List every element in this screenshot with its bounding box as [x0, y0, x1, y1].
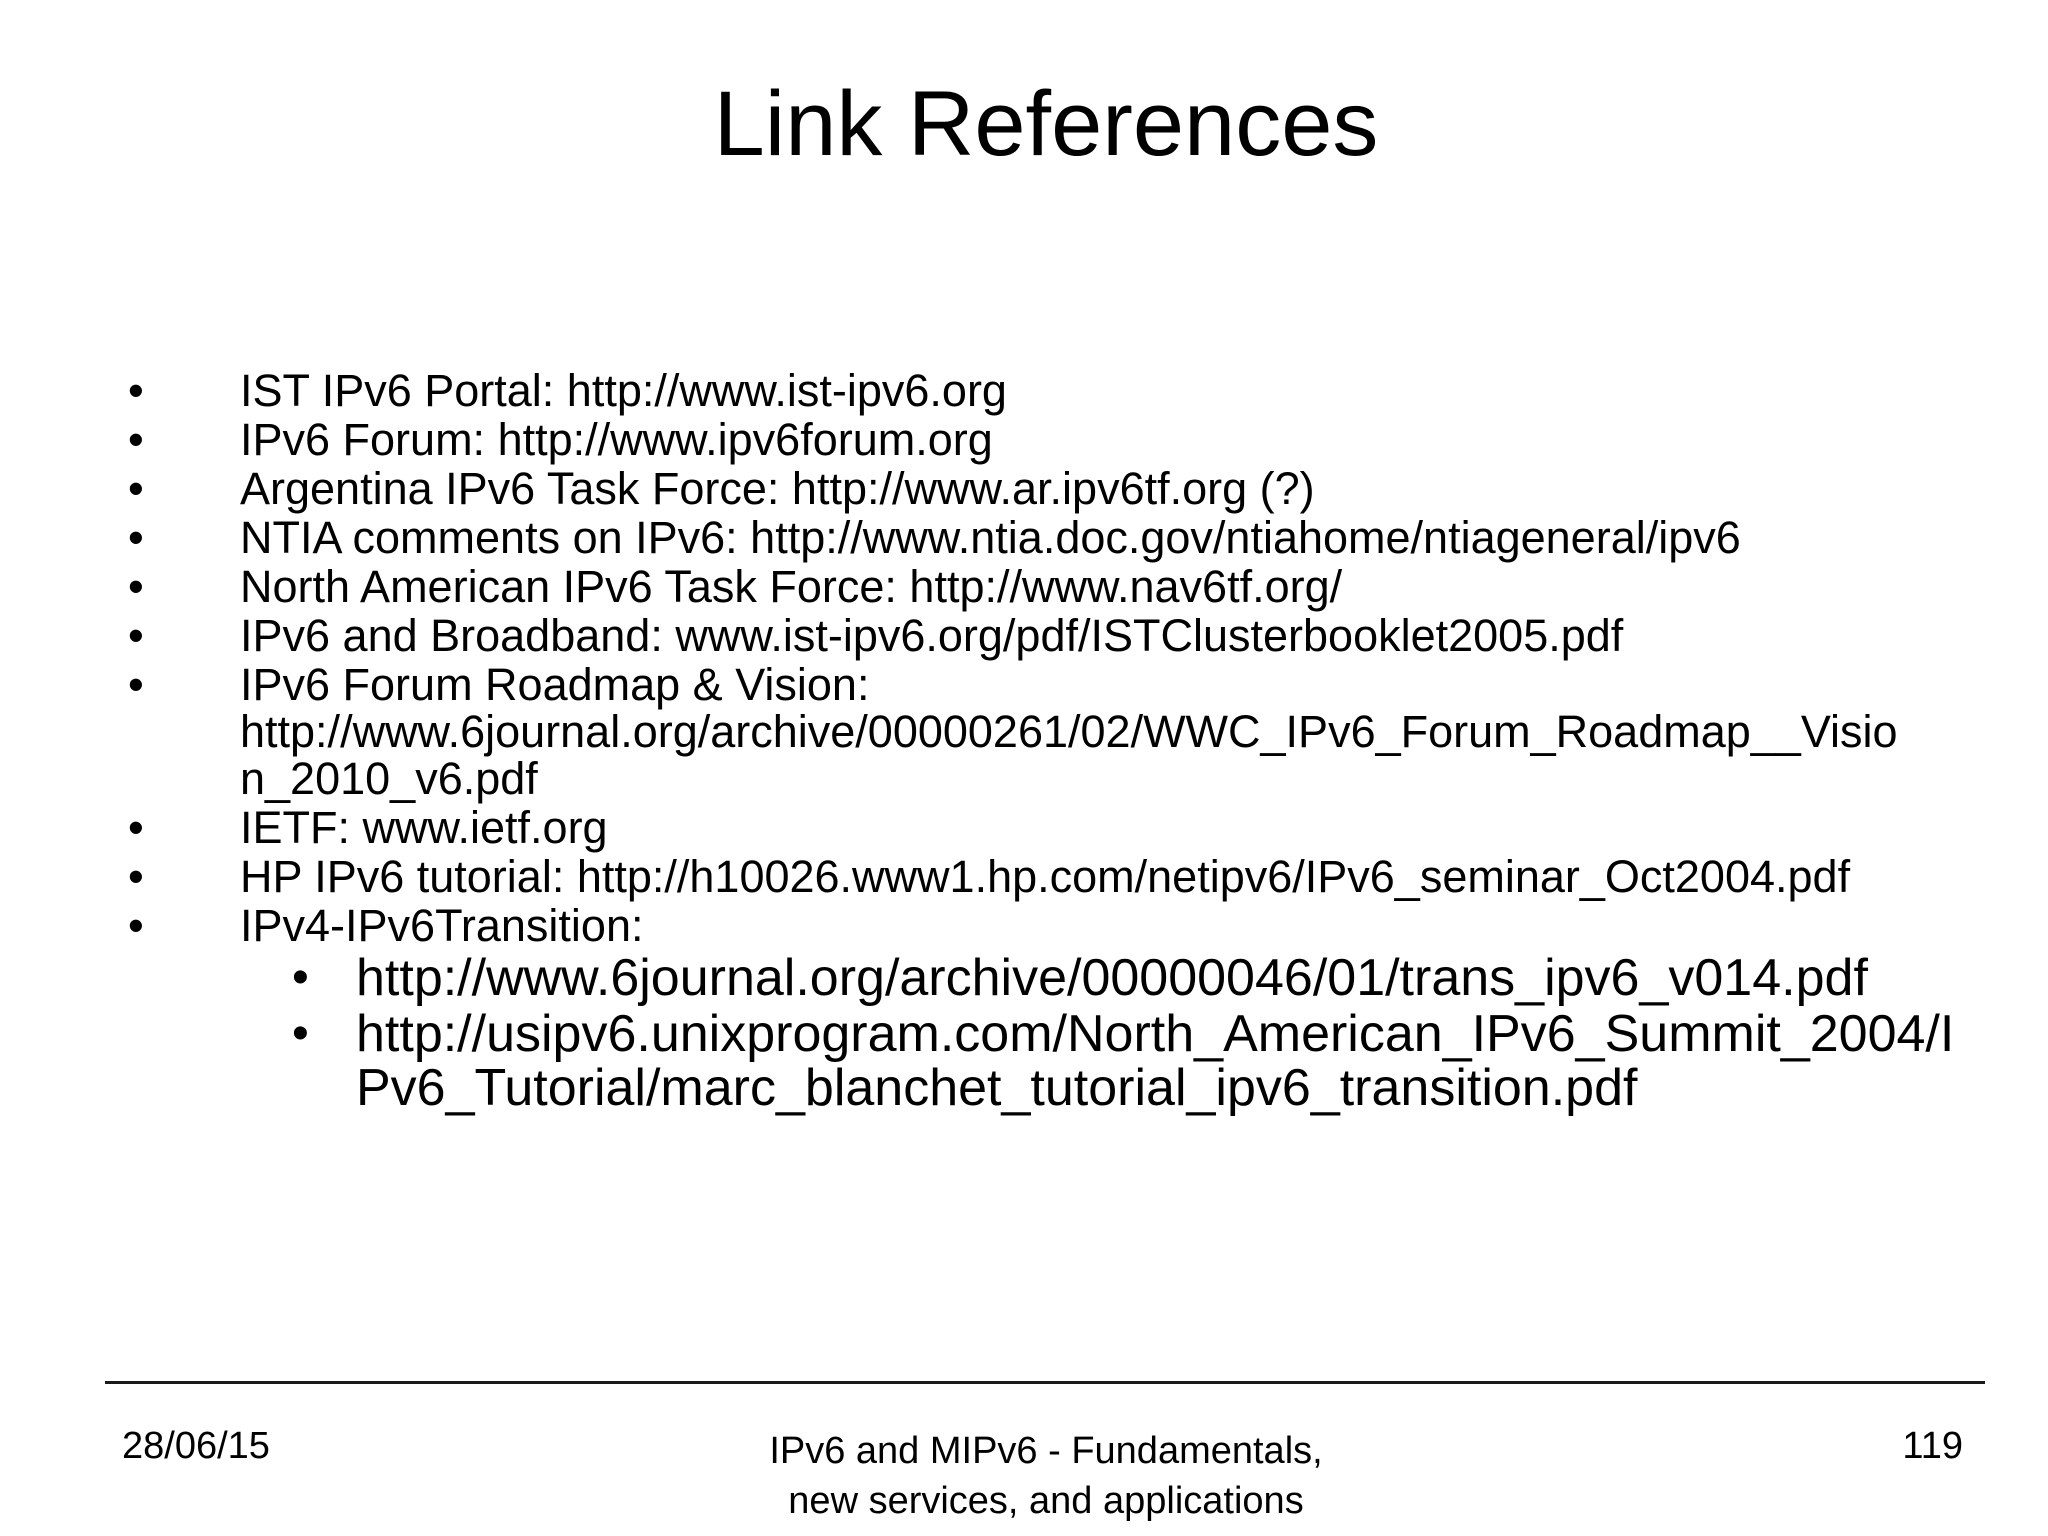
list-item: • IST IPv6 Portal: http://www.ist-ipv6.o… [118, 367, 2028, 414]
list-item: • Argentina IPv6 Task Force: http://www.… [118, 465, 2028, 512]
bullet-icon: • [128, 802, 144, 853]
bullet-icon: • [128, 561, 144, 612]
list-item-text: HP IPv6 tutorial: http://h10026.www1.hp.… [240, 851, 1851, 902]
list-item-text: IPv6 Forum: http://www.ipv6forum.org [240, 414, 993, 465]
bullet-icon: • [128, 851, 144, 902]
bullet-icon: • [128, 610, 144, 661]
bullet-icon: • [128, 463, 144, 514]
list-item: • IETF: www.ietf.org [118, 804, 2028, 851]
list-item: • IPv6 Forum Roadmap & Vision: http://ww… [118, 661, 2028, 802]
bullet-icon: • [292, 1007, 309, 1060]
list-item: • NTIA comments on IPv6: http://www.ntia… [118, 514, 2028, 561]
bullet-icon: • [128, 659, 144, 710]
footer-divider [105, 1381, 1985, 1384]
list-item: • HP IPv6 tutorial: http://h10026.www1.h… [118, 853, 2028, 900]
list-item: • North American IPv6 Task Force: http:/… [118, 563, 2028, 610]
transition-sublist: • http://www.6journal.org/archive/000000… [288, 951, 2028, 1115]
bullet-icon: • [128, 365, 144, 416]
footer-title: IPv6 and MIPv6 - Fundamentals, new servi… [769, 1430, 1323, 1522]
list-item-text: IETF: www.ietf.org [240, 802, 608, 853]
list-item: • IPv4-IPv6Transition: [118, 902, 2028, 949]
sub-list-item-text: http://www.6journal.org/archive/00000046… [356, 949, 1868, 1007]
page-number: 119 [1902, 1425, 1963, 1467]
list-item: • IPv6 Forum: http://www.ipv6forum.org [118, 416, 2028, 463]
bullet-icon: • [292, 951, 309, 1004]
list-item-text: NTIA comments on IPv6: http://www.ntia.d… [240, 512, 1741, 563]
sub-list-item-text: http://usipv6.unixprogram.com/North_Amer… [356, 1005, 1955, 1117]
bullet-icon: • [128, 512, 144, 563]
sub-list-item: • http://usipv6.unixprogram.com/North_Am… [288, 1007, 2028, 1115]
link-references-list: • IST IPv6 Portal: http://www.ist-ipv6.o… [118, 367, 2028, 1115]
list-item-text: Argentina IPv6 Task Force: http://www.ar… [240, 463, 1315, 514]
list-item-text: IST IPv6 Portal: http://www.ist-ipv6.org [240, 365, 1007, 416]
sub-list-item: • http://www.6journal.org/archive/000000… [288, 951, 2028, 1005]
list-item-text: IPv6 Forum Roadmap & Vision: http://www.… [240, 659, 1898, 804]
bullet-icon: • [128, 414, 144, 465]
list-item: • IPv6 and Broadband: www.ist-ipv6.org/p… [118, 612, 2028, 659]
footer-date: 28/06/15 [122, 1425, 270, 1467]
bullet-icon: • [128, 900, 144, 951]
list-item-text: North American IPv6 Task Force: http://w… [240, 561, 1343, 612]
list-item-text: IPv4-IPv6Transition: [240, 900, 644, 951]
list-item-text: IPv6 and Broadband: www.ist-ipv6.org/pdf… [240, 610, 1624, 661]
slide-title: Link References [713, 73, 1379, 175]
